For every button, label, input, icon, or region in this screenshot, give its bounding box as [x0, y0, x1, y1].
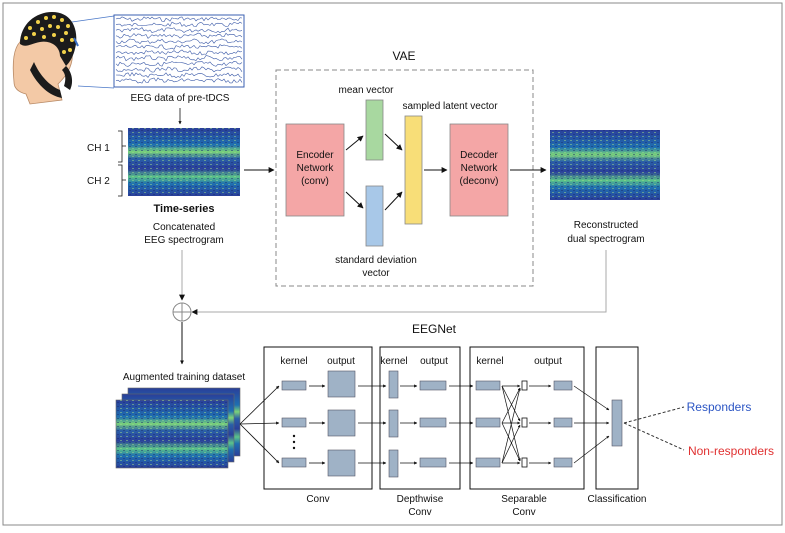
- augmented-dataset-stack: [115, 387, 241, 469]
- decoder-line3: (deconv): [460, 176, 499, 187]
- conv-arrows: [309, 384, 326, 465]
- eeg-caption: EEG data of pre-tDCS: [131, 93, 230, 104]
- depthwise-arrows: [358, 384, 418, 465]
- arrow-mean-to-latent: [384, 133, 403, 151]
- conv-ellipsis: [292, 434, 296, 450]
- conv-layers: [281, 370, 356, 477]
- output-dashed-lines: [623, 406, 685, 451]
- sampled-latent-label: sampled latent vector: [402, 101, 498, 112]
- reconstructed-spectrogram: [550, 130, 660, 200]
- concat-label-line2: EEG spectrogram: [144, 235, 223, 246]
- eeg-trace: [115, 72, 243, 78]
- decoder-line2: Network: [461, 163, 499, 174]
- eeg-trace: [115, 66, 243, 73]
- std-label-line2: vector: [362, 268, 390, 279]
- decoder-line1: Decoder: [460, 150, 498, 161]
- eeg-trace: [115, 27, 243, 34]
- eeg-trace: [115, 38, 243, 45]
- arrow-encoder-to-std: [345, 191, 364, 209]
- eeg-trace: [115, 44, 243, 50]
- depthwise-layers: [388, 370, 447, 478]
- classification-caption: Classification: [588, 494, 647, 505]
- separable-output-label: output: [534, 356, 562, 367]
- separable-pointwise-nodes: [521, 380, 528, 468]
- encoder-line1: Encoder: [296, 150, 334, 161]
- separable-caption-line2: Conv: [512, 507, 535, 518]
- eeg-trace: [115, 21, 243, 28]
- recon-label-line2: dual spectrogram: [567, 234, 644, 245]
- input-fanout-arrows: [239, 385, 280, 464]
- eeg-trace: [115, 16, 243, 23]
- conv-caption: Conv: [306, 494, 329, 505]
- conv-kernel-label: kernel: [280, 356, 307, 367]
- responders-label: Responders: [687, 400, 752, 414]
- mean-vector-box: [365, 99, 384, 161]
- classification-layer: [611, 399, 623, 447]
- arrow-encoder-to-mean: [345, 135, 364, 151]
- encoder-line2: Network: [297, 163, 335, 174]
- eeg-trace: [115, 55, 243, 62]
- eeg-trace: [115, 49, 243, 56]
- eeg-trace: [115, 32, 243, 39]
- concat-label-line1: Concatenated: [153, 222, 215, 233]
- ch1-label: CH 1: [87, 143, 110, 154]
- eeg-head-illustration: [12, 12, 115, 105]
- timeseries-label: Time-series: [154, 203, 215, 215]
- eeg-trace: [115, 60, 243, 67]
- encoder-line3: (conv): [301, 176, 329, 187]
- augmented-dataset-label: Augmented training dataset: [123, 372, 246, 383]
- eeg-waveform-panel: [113, 14, 245, 88]
- arrow-recon-to-merge: [191, 250, 607, 315]
- separable-cross-arrows: [449, 384, 552, 465]
- input-spectrogram: [128, 128, 240, 196]
- conv-block: [263, 346, 373, 490]
- vae-title: VAE: [392, 49, 415, 63]
- arrow-std-to-latent: [384, 191, 403, 211]
- mean-vector-label: mean vector: [338, 85, 394, 96]
- encoder-network-box: [285, 123, 345, 217]
- non-responders-label: Non-responders: [688, 444, 774, 458]
- ch2-bracket: [118, 164, 126, 197]
- std-label-line1: standard deviation: [335, 255, 417, 266]
- vae-box: [275, 69, 534, 287]
- decoder-network-box: [449, 123, 509, 217]
- ch1-bracket: [118, 130, 126, 163]
- depthwise-output-label: output: [420, 356, 448, 367]
- depthwise-kernel-label: kernel: [380, 356, 407, 367]
- latent-vector-box: [404, 115, 423, 225]
- conv-output-label: output: [327, 356, 355, 367]
- depthwise-caption-line1: Depthwise: [397, 494, 444, 505]
- outer-border: [2, 2, 783, 526]
- ch2-label: CH 2: [87, 176, 110, 187]
- eeg-trace: [115, 77, 243, 84]
- separable-caption-line1: Separable: [501, 494, 547, 505]
- recon-label-line1: Reconstructed: [574, 220, 638, 231]
- std-vector-box: [365, 185, 384, 247]
- classification-arrows: [573, 385, 610, 464]
- depthwise-caption-line2: Conv: [408, 507, 431, 518]
- separable-layers: [475, 380, 573, 468]
- concatenation-node: [172, 302, 192, 322]
- separable-kernel-label: kernel: [476, 356, 503, 367]
- eegnet-title: EEGNet: [412, 322, 457, 336]
